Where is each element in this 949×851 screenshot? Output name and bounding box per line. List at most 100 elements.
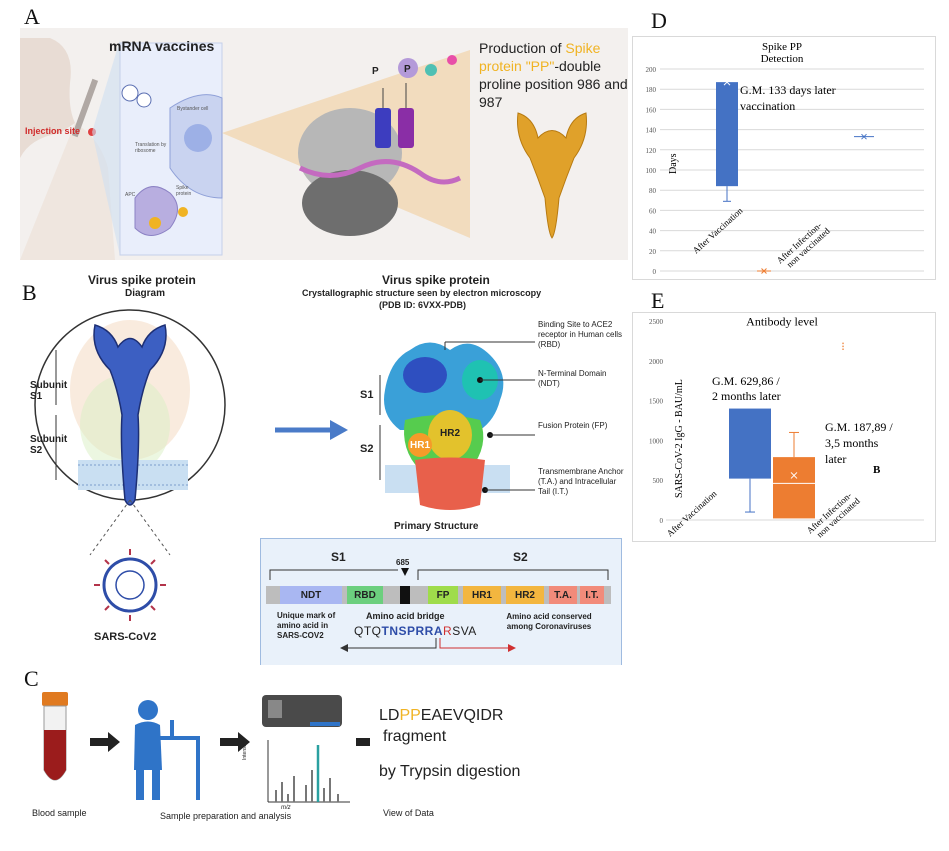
chart-d-ytick: 80 (649, 187, 657, 195)
panel-letter-e: E (651, 288, 665, 313)
cryst-pdb: (PDB ID: 6VXX-PDB) (379, 300, 467, 310)
cryst-s2-label: S2 (360, 443, 374, 455)
arrow-icon-3 (356, 738, 370, 746)
panel-letter-b: B (22, 280, 37, 305)
chart-d-ylabel: Days (668, 153, 679, 174)
chart-d-ytick: 40 (649, 228, 657, 236)
segment-it: I.T. (580, 586, 604, 604)
ps-brackets (269, 568, 609, 580)
segment-fp: FP (428, 586, 458, 604)
trypsin-label: by Trypsin digestion (379, 763, 521, 780)
chart-e-ytick: 500 (653, 477, 664, 485)
ps-685-label: 685 (396, 558, 410, 567)
crystal-structure (379, 341, 535, 510)
chart-e-outlier: ⁝ (841, 339, 845, 353)
chart-e-ytick: 0 (660, 517, 664, 525)
ps-s2-label: S2 (513, 550, 528, 564)
panel-letter-a: A (24, 4, 40, 29)
primary-structure-title: Primary Structure (394, 521, 479, 532)
tube-cap (42, 692, 68, 706)
chart-d-annotation-line1: G.M. 133 days later (740, 83, 836, 97)
spike-diagram (34, 309, 226, 621)
cryst-s1-label: S1 (360, 389, 374, 401)
segment-rbd: RBD (347, 586, 383, 604)
spike-label: Spike protein (176, 185, 192, 197)
fragment-label: fragment (383, 728, 447, 745)
annotation-fusion: Fusion Protein (FP) (538, 421, 608, 430)
chart-e: Antibody level SARS-CoV-2 IgG - BAU/mL 0… (649, 315, 924, 539)
chart-e-ytick: 1500 (649, 398, 664, 406)
panel-letter-c: C (24, 666, 39, 691)
spectrum-mz-label: m/z (281, 805, 291, 811)
segment-ndt: NDT (280, 586, 342, 604)
segment-cleavage (400, 586, 410, 604)
sequence-arrows (340, 638, 516, 652)
chart-e-ytick: 2500 (649, 318, 664, 326)
chart-e-annotation-3: B (873, 464, 881, 476)
view-data-label: View of Data (383, 808, 434, 818)
chart-d-ytick: 180 (646, 86, 657, 94)
chart-e-annotation-1b: 2 months later (712, 389, 781, 403)
chart-e-annotation-1a: G.M. 629,86 / (712, 374, 780, 388)
panel-c-illustration (42, 692, 370, 803)
apc-label: APC (125, 192, 136, 198)
bystander-label: Bystander cell (177, 106, 209, 112)
annotation-binding: Binding Site to ACE2 receptor in Human c… (538, 320, 623, 349)
chart-d-ytick: 200 (646, 66, 657, 74)
production-text: Production of Spike protein "PP"-double … (479, 40, 628, 110)
injection-site-label: Injection site (25, 126, 81, 136)
segment-hr2: HR2 (506, 586, 544, 604)
chart-d-mean-vaccination (723, 78, 731, 86)
p-label-2: P (404, 64, 411, 75)
arrow-icon-2 (220, 732, 250, 752)
blood-sample-label: Blood sample (32, 808, 87, 818)
unique-mark-label: Unique mark of amino acid in SARS-COV2 (277, 611, 336, 640)
chart-e-box-infection (773, 457, 815, 519)
annotation-transmembrane: Transmembrane Anchor (T.A.) and Intracel… (538, 467, 624, 496)
cryst-hr2-label: HR2 (440, 428, 461, 439)
chart-d-ytick: 60 (649, 207, 657, 215)
chart-e-category-0: After Vaccination (665, 488, 719, 538)
person-silhouette (20, 38, 75, 260)
annotation-ntd: N-Terminal Domain (NDT) (538, 369, 607, 388)
segment-hr1: HR1 (463, 586, 501, 604)
prep-label: Sample preparation and analysis (160, 811, 292, 821)
chart-d-annotation-line2: vaccination (740, 99, 795, 113)
chart-e-ylabel: SARS-CoV-2 IgG - BAU/mL (674, 379, 685, 498)
syringe-icon (71, 78, 99, 138)
chart-e-annotation-2a: G.M. 187,89 / (825, 420, 893, 434)
chart-e-ytick: 2000 (649, 358, 664, 366)
arrow-right-icon (275, 420, 348, 440)
panel-a-illustration (20, 38, 587, 260)
arrow-icon-1 (90, 732, 120, 752)
chart-d-ytick: 20 (649, 248, 657, 256)
bridge-label: Amino acid bridge (366, 611, 445, 621)
chart-e-title: Antibody level (746, 315, 818, 329)
cryst-title: Virus spike protein (382, 273, 490, 287)
chart-d-frame (632, 36, 936, 280)
sequence: QTQTNSPRRARSVA (354, 624, 477, 638)
subunit-s2-label: Subunit S2 (30, 434, 68, 456)
chart-d-ytick: 100 (646, 167, 657, 175)
cryst-subtitle: Crystallographic structure seen by elect… (302, 288, 542, 298)
chart-d-box-vaccination (716, 82, 738, 187)
chart-e-ytick: 1000 (649, 437, 664, 445)
chart-d-ytick: 120 (646, 147, 657, 155)
diagram-title: Virus spike protein (88, 273, 196, 287)
mrna-strand (298, 159, 462, 185)
chart-d-ytick: 140 (646, 127, 657, 135)
cryst-hr1-label: HR1 (410, 440, 431, 451)
spectrum-intensity-label: Intensity (242, 741, 248, 760)
conserved-label: Amino acid conserved among Coronaviruses (506, 612, 592, 631)
chart-e-annotation-2b: 3,5 months (825, 436, 879, 450)
ps-s1-label: S1 (331, 550, 346, 564)
panel-letter-d: D (651, 8, 667, 33)
chart-e-box-vaccination (729, 408, 771, 479)
spike-protein-icon (517, 112, 587, 239)
subunit-s1-label: Subunit S1 (30, 380, 68, 402)
diagram-subtitle: Diagram (125, 288, 166, 299)
chart-e-mean-infection (790, 472, 798, 479)
p-label-1: P (372, 66, 379, 77)
spike-shape (93, 324, 167, 506)
